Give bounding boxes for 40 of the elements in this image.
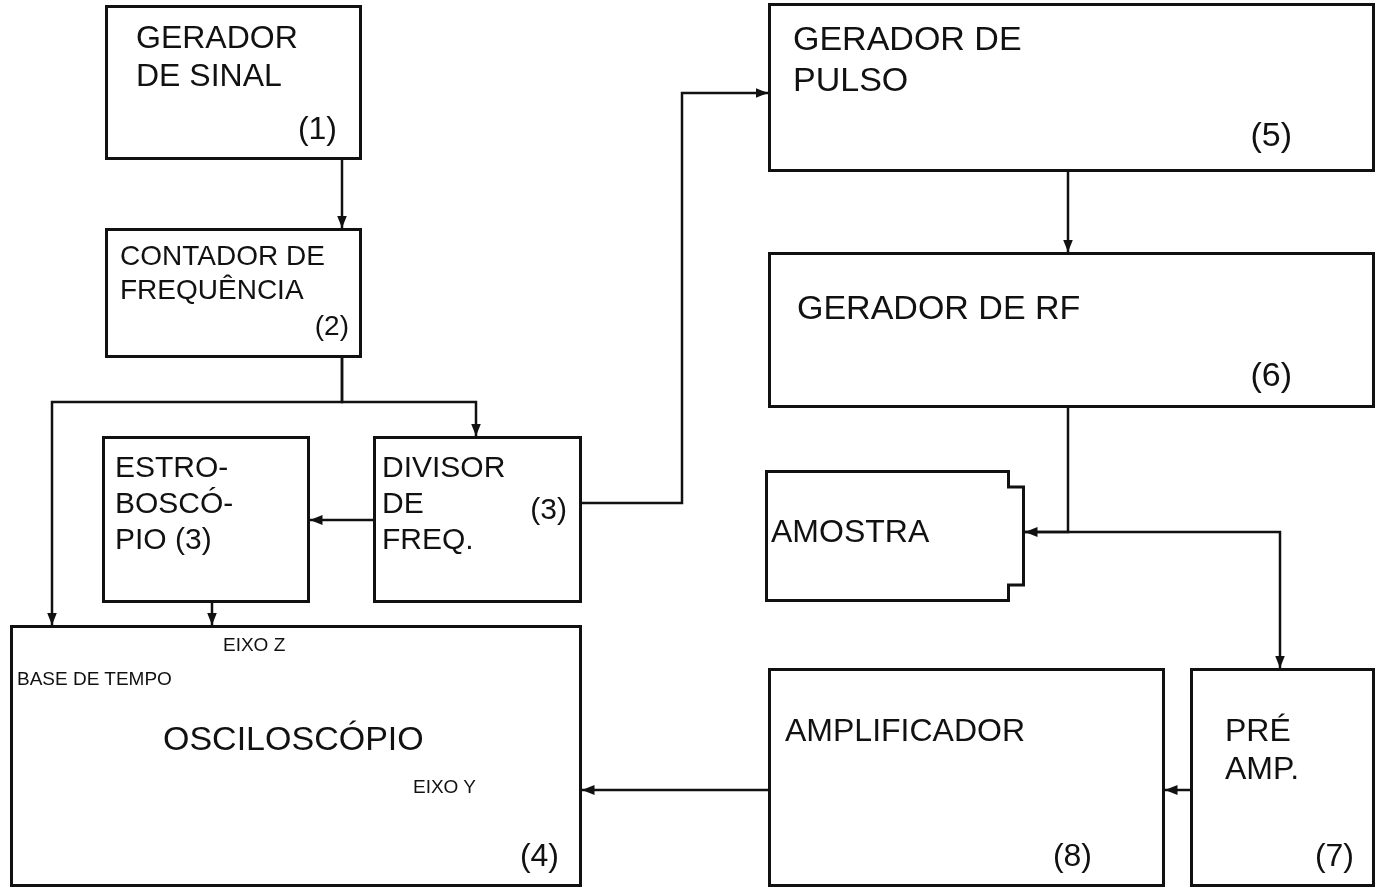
box-label: AMPLIFICADOR bbox=[785, 711, 1026, 750]
box-label: OSCILOSCÓPIO bbox=[163, 718, 424, 759]
arrow bbox=[1025, 530, 1285, 668]
box-label: AMOSTRA bbox=[771, 512, 930, 551]
process-box bbox=[105, 228, 362, 358]
box-label: GERADOR DE PULSO bbox=[793, 18, 1023, 100]
process-box bbox=[105, 5, 362, 160]
arrow bbox=[207, 603, 217, 625]
oscilloscope-box bbox=[10, 625, 582, 887]
arrow bbox=[582, 785, 768, 795]
process-box bbox=[768, 252, 1375, 408]
arrow bbox=[310, 515, 373, 525]
port-label: EIXO Z bbox=[223, 634, 286, 657]
port-label: BASE DE TEMPO bbox=[17, 668, 172, 691]
arrow bbox=[337, 160, 347, 228]
port-label: EIXO Y bbox=[413, 776, 476, 799]
reference-number: (2) bbox=[314, 309, 349, 343]
box-label: GERADOR DE SINAL bbox=[136, 18, 299, 95]
arrow bbox=[582, 88, 768, 505]
arrow bbox=[1063, 172, 1073, 252]
box-label: PRÉ AMP. bbox=[1225, 711, 1301, 788]
box-label: GERADOR DE RF bbox=[797, 287, 1081, 328]
process-box bbox=[768, 668, 1165, 887]
reference-number: (7) bbox=[1314, 835, 1354, 874]
arrow bbox=[1165, 785, 1190, 795]
reference-number: (6) bbox=[1250, 354, 1292, 395]
reference-number: (5) bbox=[1250, 114, 1292, 155]
reference-number: (3) bbox=[530, 491, 567, 527]
process-box bbox=[373, 436, 582, 603]
reference-number: (8) bbox=[1052, 835, 1092, 874]
reference-number: (4) bbox=[519, 835, 559, 874]
box-label: CONTADOR DE FREQUÊNCIA bbox=[120, 239, 326, 307]
box-label: DIVISOR DE FREQ. bbox=[382, 449, 507, 557]
process-box bbox=[1190, 668, 1375, 887]
box-label: ESTRO- BOSCÓ- PIO (3) bbox=[115, 449, 235, 557]
arrow bbox=[47, 358, 344, 625]
reference-number: (1) bbox=[297, 108, 337, 147]
sample-box bbox=[765, 470, 1025, 602]
process-box bbox=[768, 3, 1375, 172]
process-box bbox=[102, 436, 310, 603]
